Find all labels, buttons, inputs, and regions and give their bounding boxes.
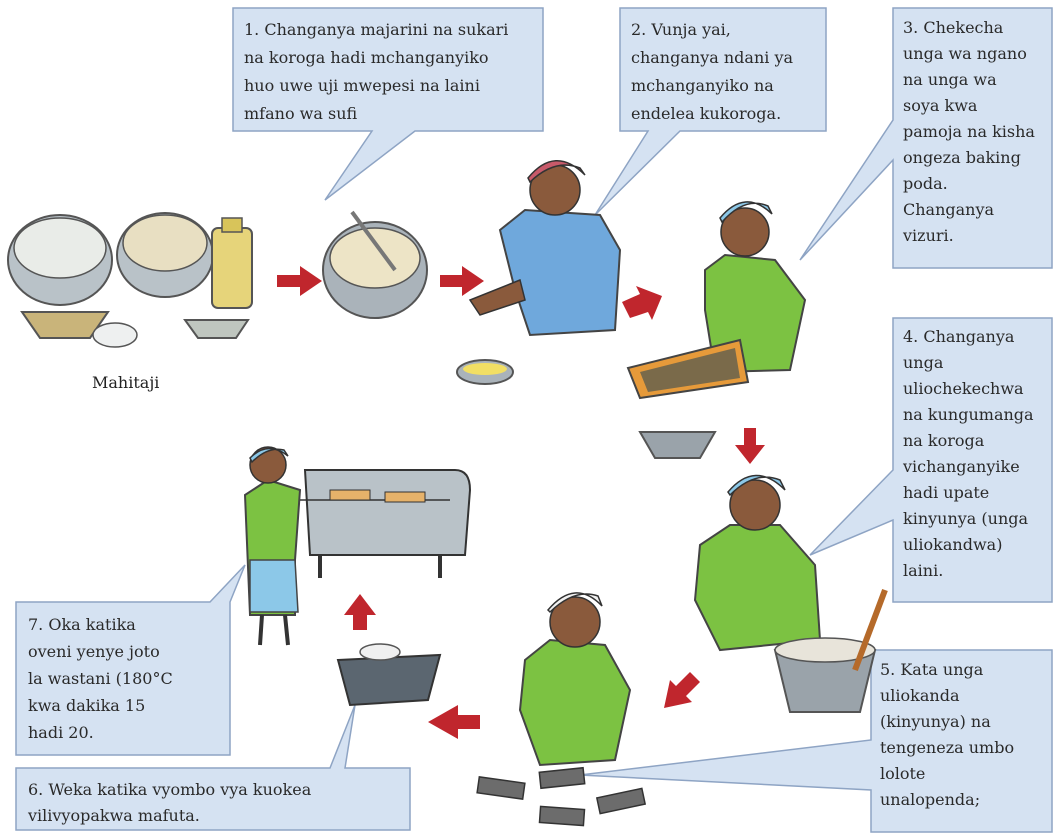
step-6-line-1: 6. Weka katika vyombo vya kuokea [28,780,312,799]
step-4-line-1: 4. Changanya [903,327,1015,346]
step-3-line-6: ongeza baking [903,148,1021,167]
step-3-line-3: na unga wa [903,70,997,89]
step-2-line-1: 2. Vunja yai, [631,20,731,39]
step-3-line-9: vizuri. [902,226,954,245]
step-2-line-2: changanya ndani ya [631,48,793,67]
step-7-line-3: la wastani (180°C [28,669,173,688]
step-2-line-4: endelea kukoroga. [631,104,781,123]
step-4-line-3: uliochekechwa [903,379,1024,398]
arrow-sift-to-knead [735,428,765,464]
step-2-line-3: mchanganyiko na [631,76,774,95]
step-5-line-6: unalopenda; [880,790,980,809]
arrow-knead-to-cut [664,672,700,708]
step-1-line-2: na koroga hadi mchanganyiko [244,48,489,67]
step-4-line-4: na kungumanga [903,405,1034,424]
step-4-line-10: laini. [903,561,943,580]
step-7-line-1: 7. Oka katika [28,615,136,634]
callout-step-7: 7. Oka katika oveni yenye joto la wastan… [16,565,245,755]
step-4-line-2: unga [903,353,944,372]
mixing-bowl-illustration [323,212,427,318]
ingredients-illustration [8,213,252,347]
arrow-bowl-to-egg [440,266,484,296]
step-6-line-2: vilivyopakwa mafuta. [27,806,200,825]
arrow-egg-to-sift [622,286,662,320]
step-7-line-4: kwa dakika 15 [28,696,145,715]
step-1-line-1: 1. Changanya majarini na sukari [244,20,508,39]
baking-tray-illustration [338,644,440,705]
step-4-line-9: uliokandwa) [903,535,1002,554]
step-5-line-1: 5. Kata unga [880,660,984,679]
step-1-line-4: mfano wa sufi [244,104,357,123]
step-7-line-5: hadi 20. [28,723,94,742]
step-7-line-2: oveni yenye joto [28,642,160,661]
arrow-tray-to-oven [344,594,376,630]
step-3-line-5: pamoja na kisha [903,122,1035,141]
step-5-line-4: tengeneza umbo [880,738,1014,757]
woman-sifting-illustration [628,202,805,458]
callout-step-4: 4. Changanya unga uliochekechwa na kungu… [810,318,1052,602]
callout-step-2: 2. Vunja yai, changanya ndani ya mchanga… [595,8,826,215]
arrow-ingredients-to-bowl [277,266,322,296]
step-4-line-7: hadi upate [903,483,989,502]
step-5-line-5: lolote [880,764,925,783]
step-5-line-3: (kinyunya) na [880,712,991,731]
woman-cutting-illustration [477,593,645,826]
callout-step-3: 3. Chekecha unga wa ngano na unga wa soy… [800,8,1052,268]
step-5-line-2: uliokanda [880,686,960,705]
step-4-line-6: vichanganyike [902,457,1020,476]
step-3-line-8: Changanya [903,200,995,219]
step-3-line-7: poda. [903,174,948,193]
ingredients-label: Mahitaji [92,373,159,392]
step-3-line-1: 3. Chekecha [903,18,1004,37]
step-3-line-4: soya kwa [903,96,978,115]
step-4-line-8: kinyunya (unga [903,509,1029,528]
arrow-cut-to-tray [428,705,480,739]
woman-breaking-egg-illustration [457,161,620,384]
callout-step-1: 1. Changanya majarini na sukari na korog… [233,8,543,200]
step-1-line-3: huo uwe uji mwepesi na laini [244,76,480,95]
step-3-line-2: unga wa ngano [903,44,1027,63]
step-4-line-5: na koroga [903,431,985,450]
